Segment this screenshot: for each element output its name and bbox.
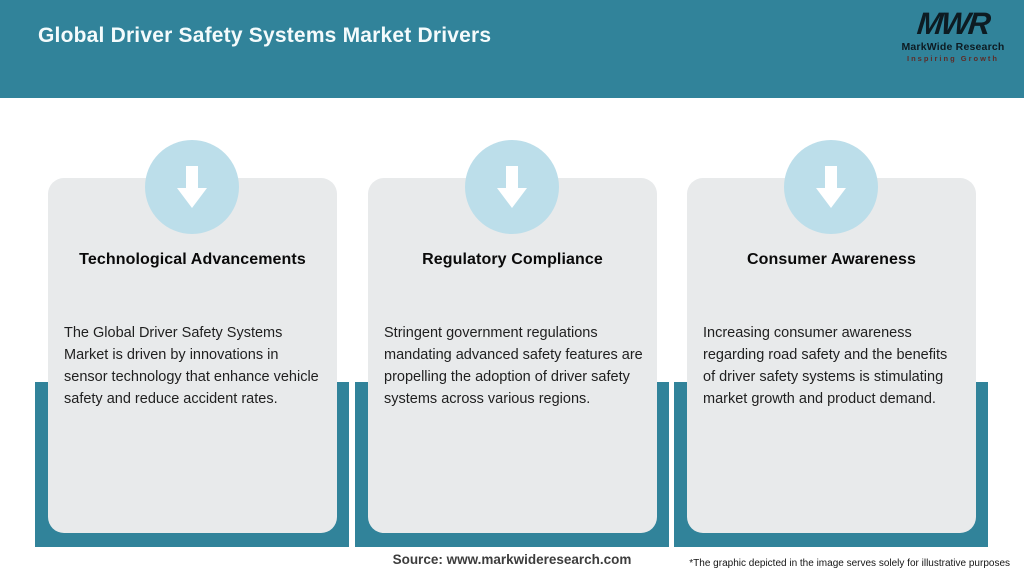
card-title: Regulatory Compliance	[422, 251, 603, 268]
card-panel	[48, 178, 337, 533]
card-panel	[368, 178, 657, 533]
down-arrow-icon	[465, 140, 559, 234]
card-title: Consumer Awareness	[747, 251, 916, 268]
mwr-logo-icon: MWR	[915, 6, 991, 41]
card-body-text: The Global Driver Safety Systems Market …	[64, 325, 319, 407]
logo-tagline: Inspiring Growth	[907, 54, 999, 63]
disclaimer-text: *The graphic depicted in the image serve…	[689, 558, 1010, 569]
card-body-text: Stringent government regulations mandati…	[384, 325, 643, 407]
page-title: Global Driver Safety Systems Market Driv…	[38, 24, 492, 47]
markwide-logo: MWR MarkWide Research Inspiring Growth	[898, 6, 1008, 63]
header-banner: Global Driver Safety Systems Market Driv…	[0, 0, 1024, 98]
card-title: Technological Advancements	[79, 251, 306, 268]
card-body-text: Increasing consumer awareness regarding …	[703, 325, 948, 407]
card-panel	[687, 178, 976, 533]
source-text: Source: www.markwideresearch.com	[392, 552, 632, 567]
down-arrow-icon	[145, 140, 239, 234]
down-arrow-icon	[784, 140, 878, 234]
logo-company-name: MarkWide Research	[901, 41, 1005, 53]
